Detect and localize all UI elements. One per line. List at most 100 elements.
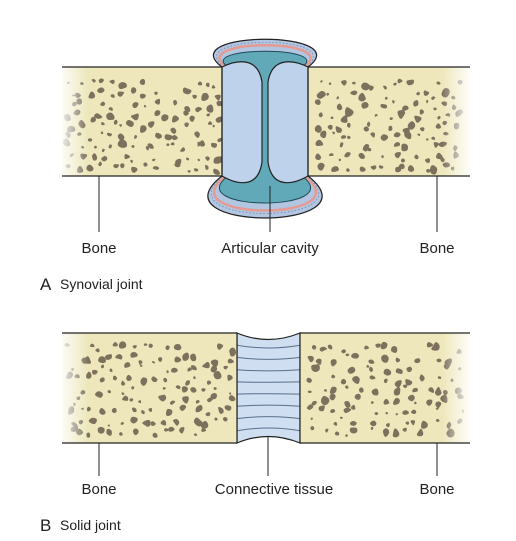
bone-pore — [400, 158, 406, 163]
articular-cartilage-right — [267, 61, 309, 184]
bone-pore — [330, 116, 334, 120]
bone-pore — [182, 87, 192, 95]
bone-pore — [328, 153, 334, 156]
bone-pore — [435, 123, 442, 129]
bone-pore — [227, 374, 233, 381]
bone-pore — [419, 127, 425, 132]
bone-pore — [154, 98, 161, 105]
bone-pore — [363, 126, 370, 132]
bone-pore — [405, 421, 410, 425]
bone-pore — [169, 400, 176, 405]
bone-pore — [319, 346, 328, 352]
bone-pore — [413, 100, 419, 107]
bone-pore — [341, 135, 347, 139]
bone-shaft — [308, 67, 470, 176]
bone-pore — [366, 121, 371, 127]
bone-pore — [124, 362, 131, 368]
bone-pore — [316, 90, 326, 99]
bone-pore — [351, 81, 356, 85]
bone-pore — [148, 343, 153, 348]
tissue-fiber — [236, 416, 301, 420]
bone-fade — [58, 332, 88, 444]
bone-pore — [213, 371, 222, 380]
bone-pore — [331, 374, 336, 379]
bone-pore — [184, 106, 191, 112]
bone-pore — [93, 113, 103, 119]
bone-pore — [152, 361, 156, 364]
bone-pore — [206, 113, 210, 117]
bone-pore — [314, 124, 322, 133]
label-connective-tissue: Connective tissue — [215, 481, 333, 498]
tissue-fiber — [236, 404, 301, 407]
bone-pore — [129, 398, 134, 402]
bone-pore — [210, 365, 218, 373]
bone-pore — [166, 370, 169, 374]
bone-pore — [179, 147, 186, 152]
bone-pore — [395, 368, 403, 374]
bone-right-b — [299, 332, 472, 444]
bone-pore — [341, 349, 346, 354]
bone-pore — [138, 360, 143, 366]
panel-a-letter: A — [40, 275, 52, 294]
bone-pore — [200, 420, 209, 429]
bone-pore — [90, 116, 97, 123]
bone-pore — [393, 397, 400, 405]
bone-pore — [318, 405, 325, 412]
bone-pore — [318, 112, 323, 118]
bone-shaft — [300, 333, 470, 443]
bone-fade — [442, 66, 472, 177]
bone-pore — [205, 156, 210, 161]
bone-pore — [421, 420, 428, 429]
bone-pore — [152, 158, 156, 162]
bone-pore — [368, 359, 375, 364]
bone-pore — [195, 106, 202, 113]
bone-pore — [431, 136, 436, 140]
bone-pore — [419, 109, 424, 115]
bone-pore — [426, 99, 429, 104]
bone-pore — [170, 127, 177, 134]
bone-pore — [179, 427, 185, 434]
connective-tissue-fibers — [236, 344, 301, 432]
bone-pore — [140, 364, 143, 367]
bone-pore — [380, 103, 388, 109]
label-bone-left-a: Bone — [81, 240, 116, 257]
bone-pore — [190, 353, 197, 362]
bone-pore — [425, 158, 431, 164]
bone-pore — [165, 345, 170, 351]
bone-pore — [229, 392, 232, 395]
bone-pore — [132, 345, 137, 349]
bone-pore — [402, 105, 409, 112]
bone-pore — [393, 82, 397, 86]
bone-pore — [89, 343, 95, 348]
bone-pore — [346, 168, 350, 172]
bone-pore — [211, 84, 216, 89]
bone-pore — [412, 387, 418, 393]
bone-pore — [383, 85, 388, 90]
bone-pore — [426, 399, 433, 406]
bone-pore — [206, 104, 214, 113]
panel-b-letter: B — [40, 516, 51, 535]
articular-cartilage-left — [221, 61, 263, 184]
bone-pore — [368, 85, 374, 91]
bone-pore — [338, 158, 342, 162]
bone-pore — [106, 428, 112, 436]
bone-pore — [150, 421, 156, 426]
bone-pore — [317, 162, 325, 171]
bone-pore — [358, 387, 364, 393]
bone-pore — [152, 166, 160, 170]
bone-pore — [344, 152, 351, 158]
bone-pore — [340, 115, 348, 123]
label-bone-right-b: Bone — [419, 481, 454, 498]
bone-pore — [185, 380, 190, 386]
bone-pore — [195, 399, 200, 404]
bone-pore — [187, 367, 192, 372]
bone-pore — [125, 119, 134, 128]
bone-pore — [148, 407, 153, 413]
bone-pore — [124, 153, 131, 160]
bone-pore — [133, 135, 138, 139]
bone-pore — [97, 426, 105, 434]
bone-pore — [119, 432, 123, 436]
bone-pore — [202, 361, 210, 369]
bone-pore — [183, 110, 189, 116]
bone-pore — [344, 107, 354, 117]
